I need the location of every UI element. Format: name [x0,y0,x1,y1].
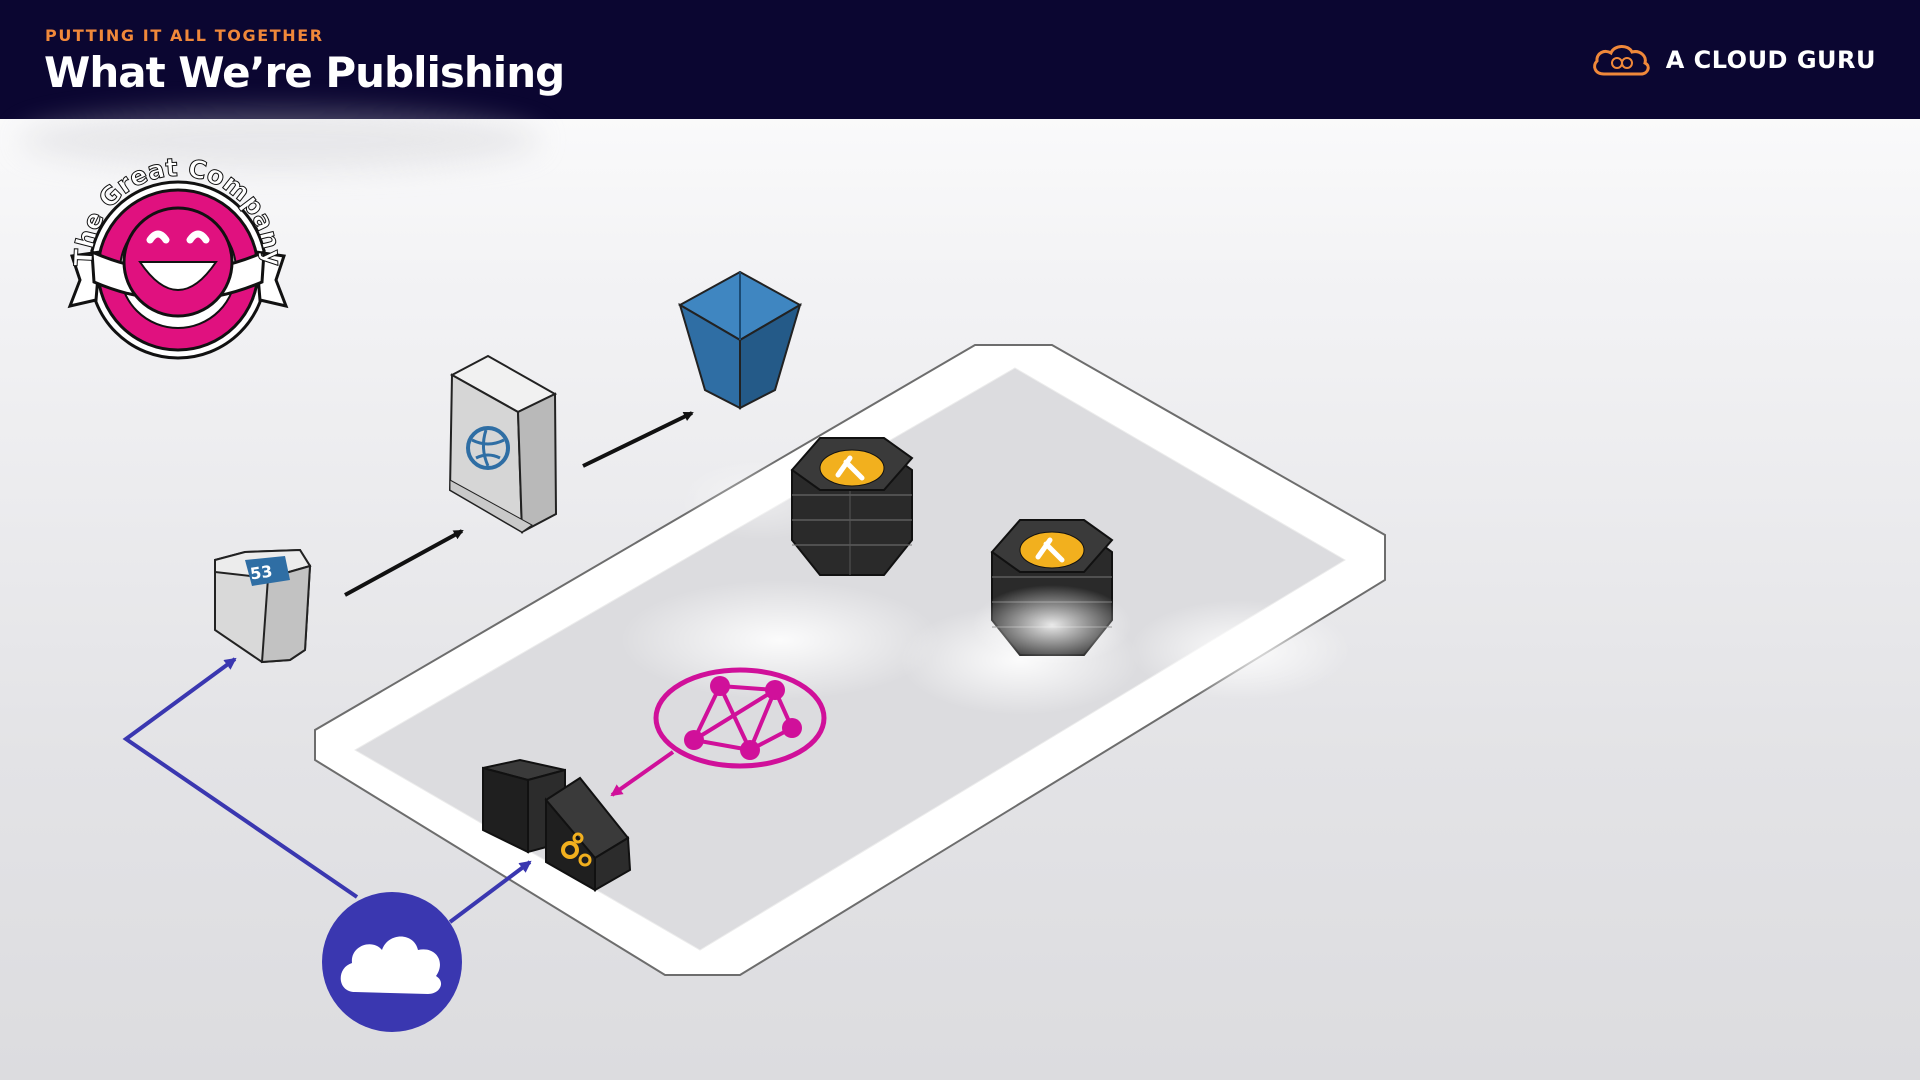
s3-bucket-icon [677,270,803,410]
cloudfront-icon [448,354,558,534]
section-eyebrow: PUTTING IT ALL TOGETHER [45,26,324,45]
appsync-icon [482,758,632,892]
page-title: What We’re Publishing [44,48,565,97]
graphql-icon [653,667,827,769]
arrow-user-to-appsync [448,860,532,924]
brand-name: A CLOUD GURU [1665,46,1876,74]
lambda-stack-icon [972,519,1132,665]
user-cloud-icon [322,892,462,1032]
brand-logo: A CLOUD GURU [1590,40,1876,80]
arrow-user-to-route53 [122,657,359,899]
route53-label: 53 [249,562,274,584]
cloud-logo-icon [1592,45,1650,76]
header-bar: PUTTING IT ALL TOGETHER What We’re Publi… [0,0,1920,119]
great-company-logo: The Great Company [67,152,289,360]
connector-arrows [122,411,694,924]
arrow-graphql-to-appsync [610,750,675,797]
header-shadow [20,110,540,170]
arrow-route53-to-cloudfront [344,529,464,597]
lambda-stack-icon [790,437,914,576]
arrow-cloudfront-to-s3 [582,411,694,468]
route53-icon: 53 [214,548,312,664]
